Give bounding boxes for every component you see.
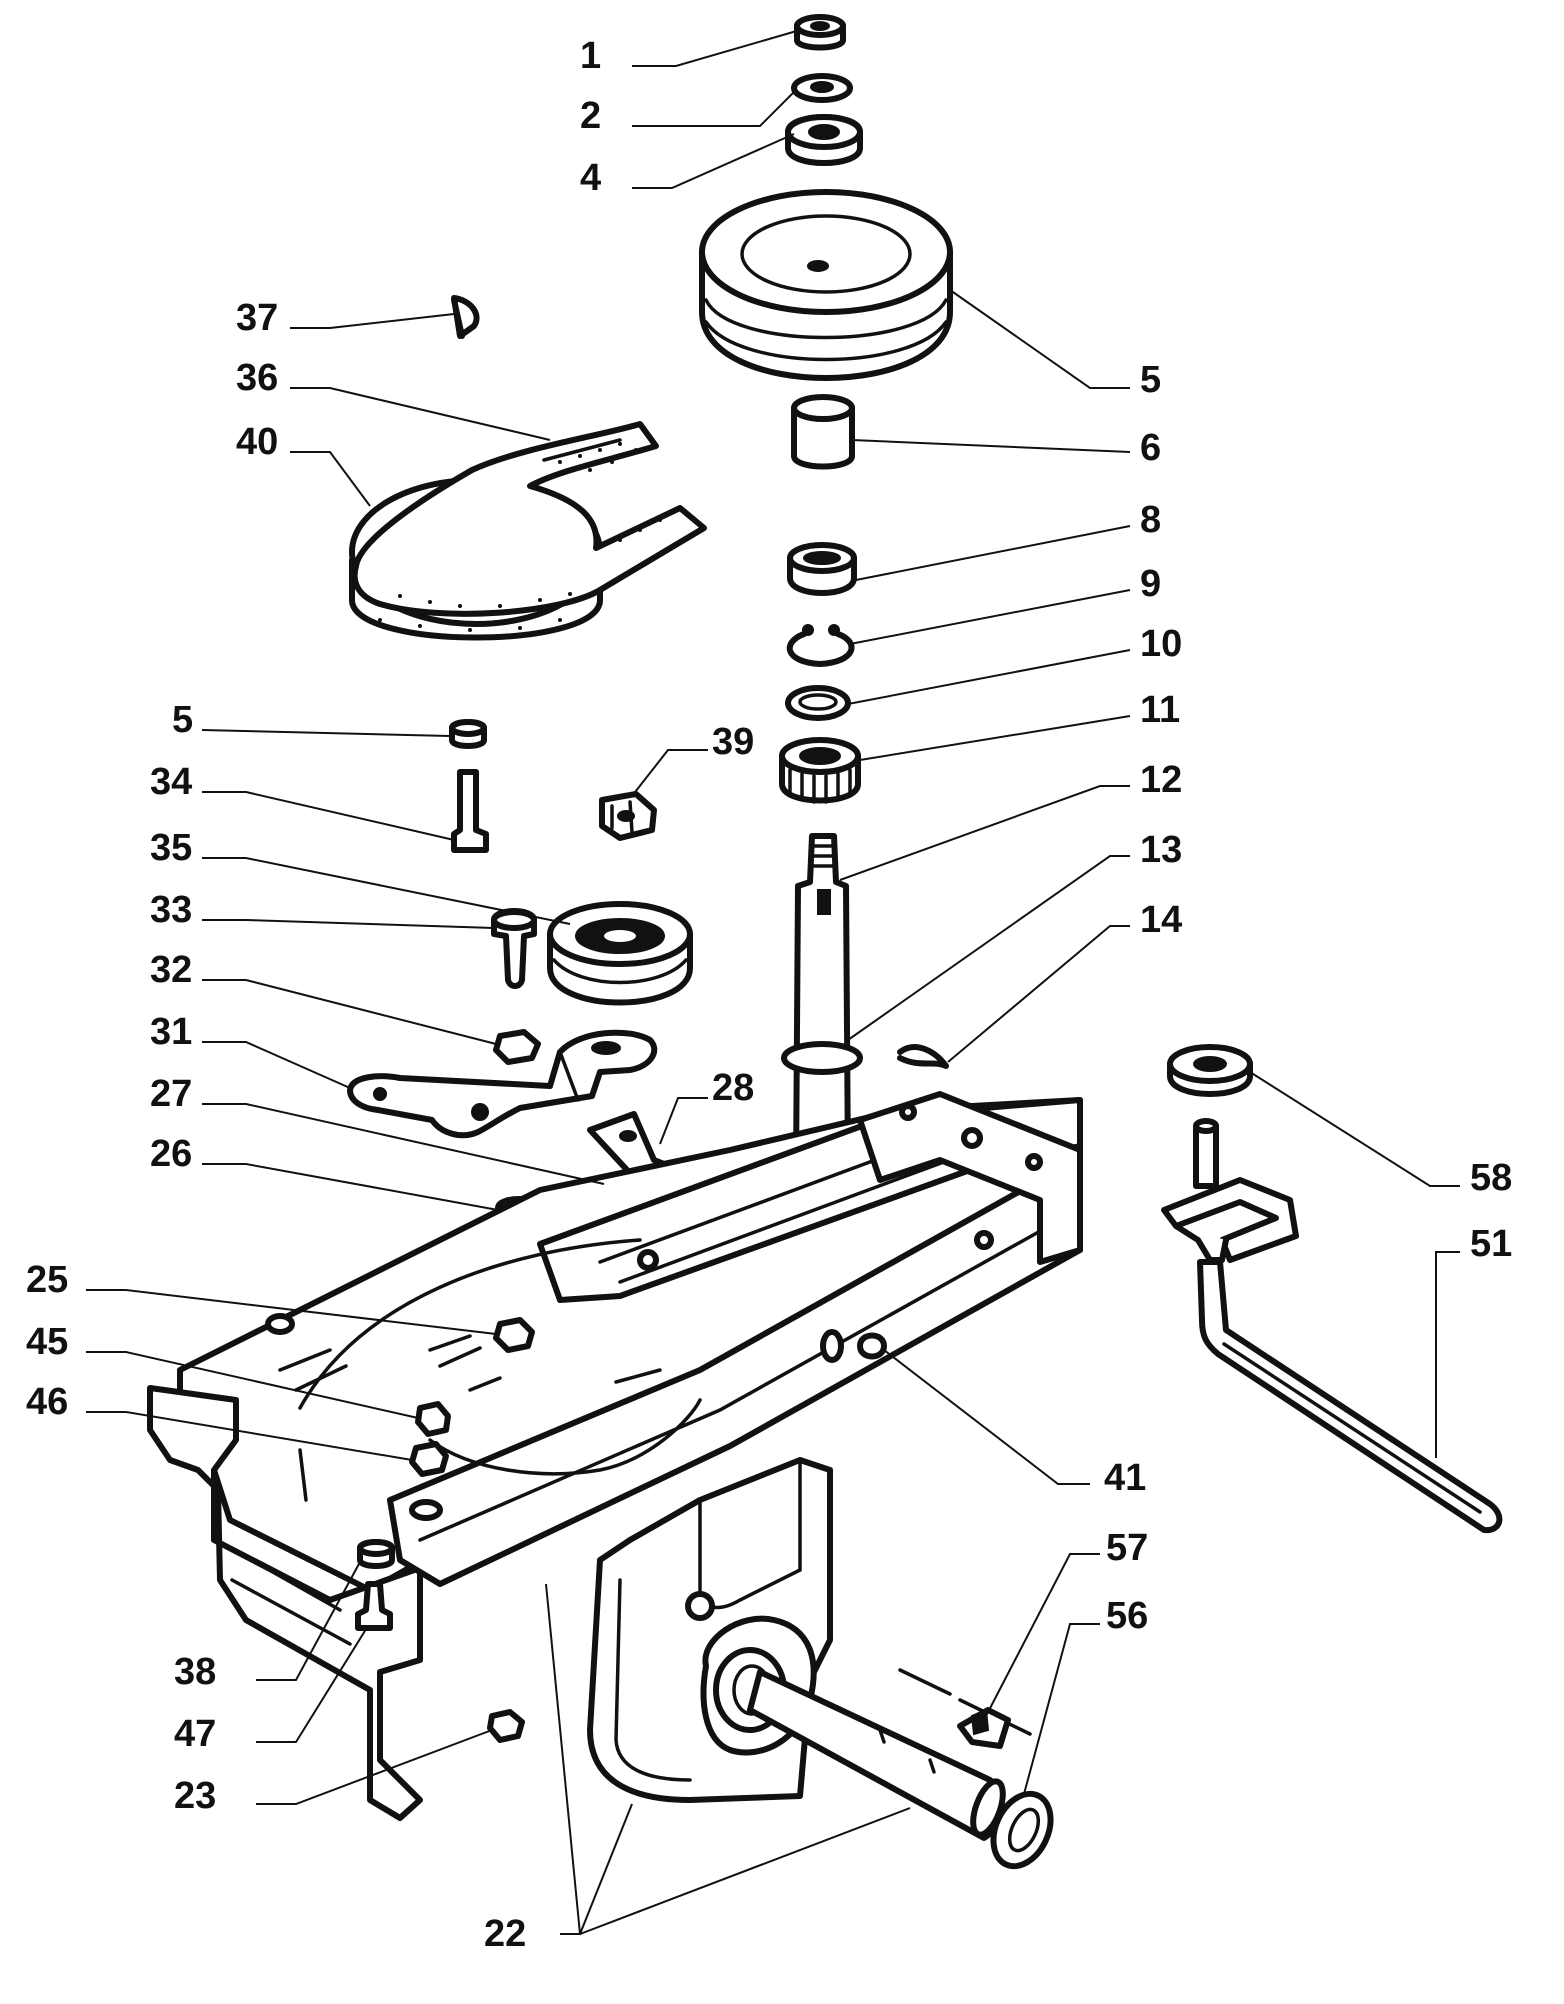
leader-lines <box>86 29 1460 1935</box>
callout-6: 6 <box>1140 427 1161 469</box>
part-34-bolt <box>451 769 489 853</box>
callout-51: 51 <box>1470 1223 1512 1265</box>
chassis-frame <box>147 1091 1083 1821</box>
part-8-bearing-race <box>787 542 857 596</box>
callout-12: 12 <box>1140 759 1182 801</box>
part-23-nut <box>487 1709 525 1743</box>
callout-14: 14 <box>1140 899 1182 941</box>
part-32-nut <box>493 1029 541 1065</box>
part-4-bushing <box>785 114 863 166</box>
callout-11: 11 <box>1140 689 1180 731</box>
part-41-bolt <box>820 1329 887 1363</box>
part-57-key <box>957 1707 1011 1749</box>
callout-9: 9 <box>1140 563 1161 605</box>
callout-22: 22 <box>484 1913 526 1955</box>
part-51-shift-lever <box>1161 1118 1503 1534</box>
part-33-bolt <box>491 908 537 989</box>
part-6-sleeve <box>791 394 855 470</box>
part-13-shaft-ring <box>781 1041 863 1075</box>
callout-35: 35 <box>150 827 192 869</box>
callout-23: 23 <box>174 1775 216 1817</box>
part-14-pin <box>897 1044 949 1069</box>
callout-28: 28 <box>712 1067 754 1109</box>
callout-labels: 1 2 4 5 6 8 9 10 11 12 13 14 37 36 40 5 … <box>26 35 1512 1955</box>
callout-57: 57 <box>1106 1527 1148 1569</box>
callout-5-left: 5 <box>172 699 193 741</box>
callout-45: 45 <box>26 1321 68 1363</box>
callout-1: 1 <box>580 35 601 77</box>
part-58-washer <box>1167 1044 1253 1097</box>
callout-10: 10 <box>1140 623 1182 665</box>
part-22-gearbox <box>587 1457 1032 1841</box>
part-10-ring <box>785 685 851 721</box>
part-1-nut <box>794 14 846 51</box>
callout-5-top: 5 <box>1140 359 1161 401</box>
callout-47: 47 <box>174 1713 216 1755</box>
callout-40: 40 <box>236 421 278 463</box>
part-11-roller-bearing <box>779 737 861 804</box>
part-2-washer <box>791 73 853 103</box>
callout-41: 41 <box>1104 1457 1146 1499</box>
part-47-bolt <box>355 1581 393 1631</box>
callout-31: 31 <box>150 1011 192 1053</box>
callout-34: 34 <box>150 761 192 803</box>
part-37-key <box>451 295 480 339</box>
callout-4: 4 <box>580 157 601 199</box>
callout-32: 32 <box>150 949 192 991</box>
part-35-idler-pulley <box>547 901 693 1006</box>
part-45-nut <box>415 1401 451 1437</box>
part-9-circlip <box>786 624 855 667</box>
callout-8: 8 <box>1140 499 1161 541</box>
callout-36: 36 <box>236 357 278 399</box>
callout-46: 46 <box>26 1381 68 1423</box>
part-38-nut <box>357 1539 395 1569</box>
part-31-idler-arm <box>347 1029 658 1139</box>
callout-56: 56 <box>1106 1595 1148 1637</box>
part-39-nut <box>599 791 657 841</box>
callout-37: 37 <box>236 297 278 339</box>
callout-38: 38 <box>174 1651 216 1693</box>
part-25-nut <box>493 1317 535 1353</box>
part-56-collar <box>990 1790 1054 1870</box>
callout-58: 58 <box>1470 1157 1512 1199</box>
callout-25: 25 <box>26 1259 68 1301</box>
part-5-main-pulley <box>699 189 953 381</box>
callout-33: 33 <box>150 889 192 931</box>
callout-2: 2 <box>580 95 601 137</box>
callout-13: 13 <box>1140 829 1182 871</box>
part-5-nut-small <box>449 719 487 749</box>
part-36-v-belt <box>351 421 707 632</box>
callout-27: 27 <box>150 1073 192 1115</box>
callout-39: 39 <box>712 721 754 763</box>
callout-26: 26 <box>150 1133 192 1175</box>
part-46-nut <box>409 1441 449 1477</box>
